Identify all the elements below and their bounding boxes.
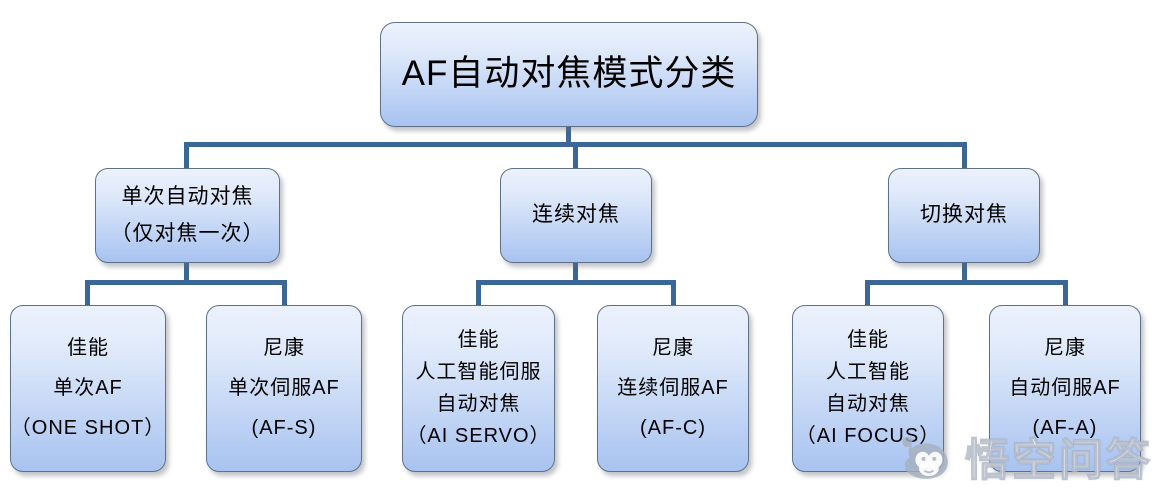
connector-line: [573, 263, 578, 285]
leaf-label-line: 自动伺服AF: [1009, 377, 1121, 399]
leaf-label-line: 自动对焦: [436, 393, 521, 415]
node-label-line: 连续对焦: [532, 203, 620, 227]
leaf-label-line: 佳能: [846, 329, 889, 351]
leaf-label-line: 人工智能: [825, 361, 910, 383]
node-label-line: 切换对焦: [920, 203, 1008, 227]
connector-line: [573, 142, 578, 168]
connector-line: [566, 127, 571, 147]
leaf-label-line: （AI SERVO）: [406, 425, 551, 447]
leaf-label-line: 连续伺服AF: [617, 377, 729, 399]
connector-line: [962, 142, 967, 168]
connector-line: [85, 280, 287, 285]
connector-line: [865, 280, 1068, 285]
connector-line: [184, 263, 189, 285]
root-node-af-classification: AF自动对焦模式分类: [380, 22, 758, 127]
node-label-line: （仅对焦一次）: [110, 222, 265, 245]
leaf-label-line: 尼康: [1044, 337, 1086, 359]
leaf-nikon-af-c: 尼康 连续伺服AF (AF-C): [597, 305, 749, 472]
leaf-label-line: 佳能: [457, 329, 500, 351]
connector-line: [282, 280, 287, 305]
leaf-label-line: (AF-A): [1032, 417, 1098, 439]
leaf-label-line: 尼康: [263, 337, 305, 359]
node-single-autofocus: 单次自动对焦 （仅对焦一次）: [95, 168, 280, 263]
leaf-label-line: 单次AF: [53, 377, 123, 399]
leaf-canon-ai-focus: 佳能 人工智能 自动对焦 （AI FOCUS）: [792, 305, 944, 472]
connector-line: [85, 280, 90, 305]
node-label-line: 单次自动对焦: [121, 184, 254, 208]
node-switch-focus: 切换对焦: [888, 168, 1040, 263]
leaf-label-line: 自动对焦: [825, 393, 910, 415]
leaf-label-line: （AI FOCUS）: [795, 425, 941, 447]
connector-line: [476, 280, 481, 305]
connector-line: [865, 280, 870, 305]
connector-line: [476, 280, 676, 285]
leaf-label-line: (AF-S): [251, 417, 317, 439]
leaf-label-line: （ONE SHOT）: [10, 417, 166, 439]
leaf-label-line: 人工智能伺服: [415, 361, 542, 383]
connector-line: [184, 142, 189, 168]
leaf-label-line: (AF-C): [640, 417, 706, 439]
root-node-label: AF自动对焦模式分类: [401, 54, 737, 94]
leaf-canon-ai-servo: 佳能 人工智能伺服 自动对焦 （AI SERVO）: [402, 305, 555, 472]
leaf-label-line: 佳能: [67, 337, 109, 359]
leaf-label-line: 单次伺服AF: [228, 377, 340, 399]
leaf-nikon-af-s: 尼康 单次伺服AF (AF-S): [206, 305, 362, 472]
connector-line: [671, 280, 676, 305]
connector-line: [1063, 280, 1068, 305]
leaf-label-line: 尼康: [652, 337, 694, 359]
leaf-nikon-af-a: 尼康 自动伺服AF (AF-A): [989, 305, 1141, 472]
node-continuous-focus: 连续对焦: [500, 168, 652, 263]
leaf-canon-one-shot: 佳能 单次AF （ONE SHOT）: [10, 305, 166, 472]
connector-line: [962, 263, 967, 285]
